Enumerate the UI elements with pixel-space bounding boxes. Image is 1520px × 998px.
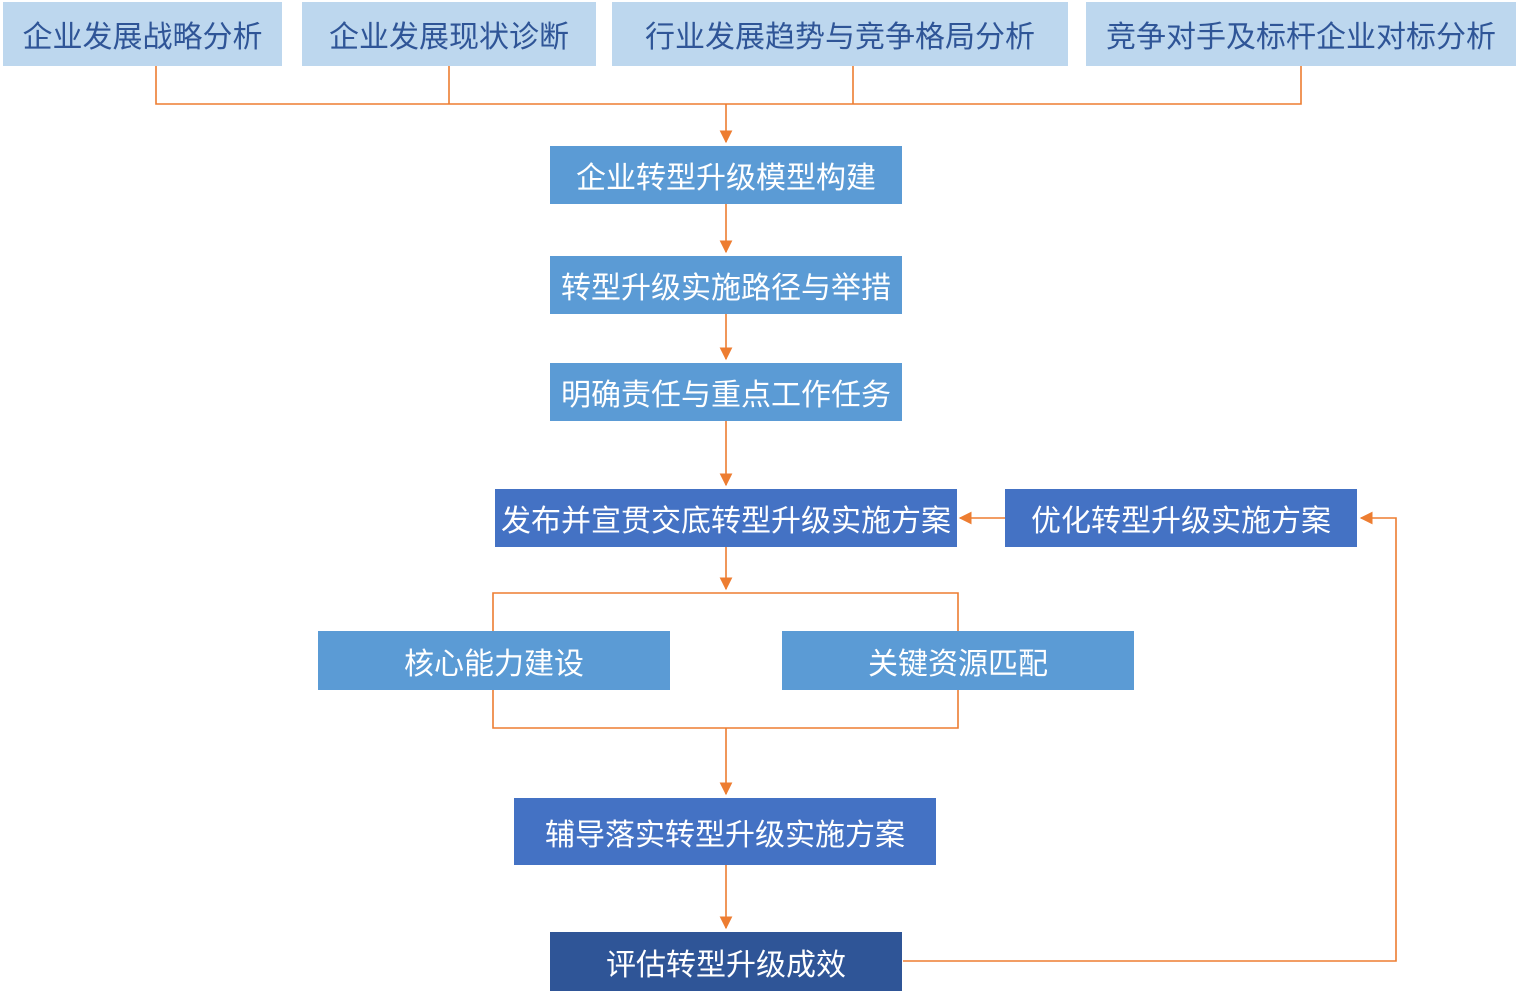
node-core-capability: 核心能力建设 <box>318 631 670 690</box>
node-optimize-plan: 优化转型升级实施方案 <box>1005 489 1357 547</box>
node-publish-plan: 发布并宣贯交底转型升级实施方案 <box>495 489 957 547</box>
feedback-loop-connector <box>903 511 1397 962</box>
node-status-diagnosis: 企业发展现状诊断 <box>302 2 596 66</box>
node-evaluate-results: 评估转型升级成效 <box>550 932 902 991</box>
node-industry-trend-analysis: 行业发展趋势与竞争格局分析 <box>612 2 1068 66</box>
node-implementation-path: 转型升级实施路径与举措 <box>550 256 902 314</box>
split-bracket <box>492 592 959 631</box>
node-key-resource: 关键资源匹配 <box>782 631 1134 690</box>
node-responsibility-tasks: 明确责任与重点工作任务 <box>550 363 902 421</box>
node-model-construction: 企业转型升级模型构建 <box>550 146 902 204</box>
top-bracket-connector <box>155 66 1302 105</box>
node-strategy-analysis: 企业发展战略分析 <box>3 2 282 66</box>
node-benchmark-analysis: 竞争对手及标杆企业对标分析 <box>1086 2 1516 66</box>
merge-bracket <box>492 690 959 729</box>
node-guide-implementation: 辅导落实转型升级实施方案 <box>514 798 936 865</box>
